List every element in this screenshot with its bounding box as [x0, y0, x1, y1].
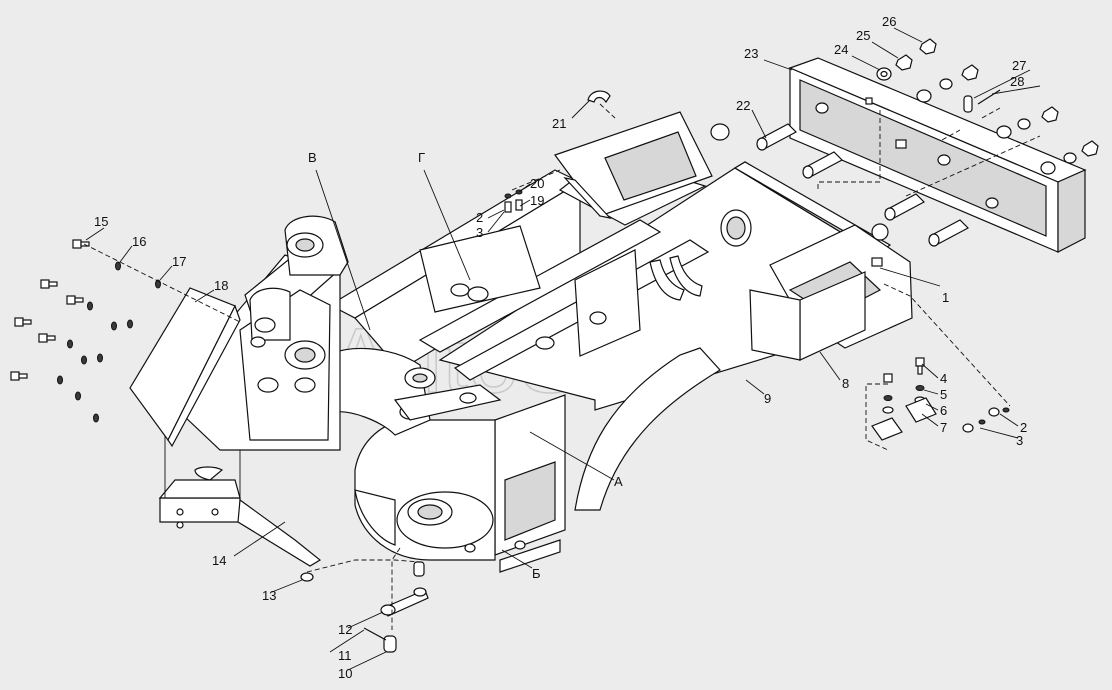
left-bolts	[10, 239, 161, 423]
label-part-9: 9	[764, 391, 771, 406]
label-part-12: 12	[338, 622, 352, 637]
label-view-v: В	[308, 150, 317, 165]
small-parts-right	[865, 257, 1011, 451]
label-part-28: 28	[1010, 74, 1024, 89]
cover-plate	[129, 287, 241, 448]
leader-lines	[85, 27, 1041, 671]
label-part-26: 26	[882, 14, 896, 29]
label-part-7: 7	[940, 420, 947, 435]
callout-labels: 1 4 5 6 7 8 9 2 3 А Б В Г 14 13 12 11 10…	[94, 14, 1027, 681]
counterweight	[788, 57, 1087, 253]
label-part-2-left: 2	[476, 210, 483, 225]
label-part-4: 4	[940, 371, 947, 386]
hinge-plate	[554, 90, 713, 219]
link-bar	[237, 498, 322, 567]
label-part-15: 15	[94, 214, 108, 229]
front-bracket	[158, 215, 349, 529]
label-part-18: 18	[214, 278, 228, 293]
label-view-a: А	[614, 474, 623, 489]
label-part-16: 16	[132, 234, 146, 249]
label-part-17: 17	[172, 254, 186, 269]
label-part-23: 23	[744, 46, 758, 61]
label-part-20: 20	[530, 176, 544, 191]
nuts-and-washers	[876, 38, 1099, 175]
bottom-link-parts	[300, 547, 429, 653]
assembly-line-left	[83, 243, 241, 323]
mounting-pins	[756, 123, 969, 247]
label-part-24: 24	[834, 42, 848, 57]
upper-pivot	[329, 347, 502, 436]
label-part-1: 1	[942, 290, 949, 305]
label-part-3-right: 3	[1016, 433, 1023, 448]
label-part-21: 21	[552, 116, 566, 131]
label-part-22: 22	[736, 98, 750, 113]
label-part-11: 11	[338, 648, 352, 663]
label-part-2-right: 2	[1020, 420, 1027, 435]
label-part-14: 14	[212, 553, 226, 568]
label-view-b: Б	[532, 566, 541, 581]
label-view-g: Г	[418, 150, 425, 165]
label-part-19: 19	[530, 193, 544, 208]
label-part-27: 27	[1012, 58, 1026, 73]
label-part-10: 10	[338, 666, 352, 681]
label-part-8: 8	[842, 376, 849, 391]
assembly-lines-rear	[817, 107, 1041, 197]
label-part-5: 5	[940, 387, 947, 402]
pivot-housing	[354, 419, 526, 561]
label-part-6: 6	[940, 403, 947, 418]
label-part-13: 13	[262, 588, 276, 603]
label-part-25: 25	[856, 28, 870, 43]
label-part-3-left: 3	[476, 225, 483, 240]
